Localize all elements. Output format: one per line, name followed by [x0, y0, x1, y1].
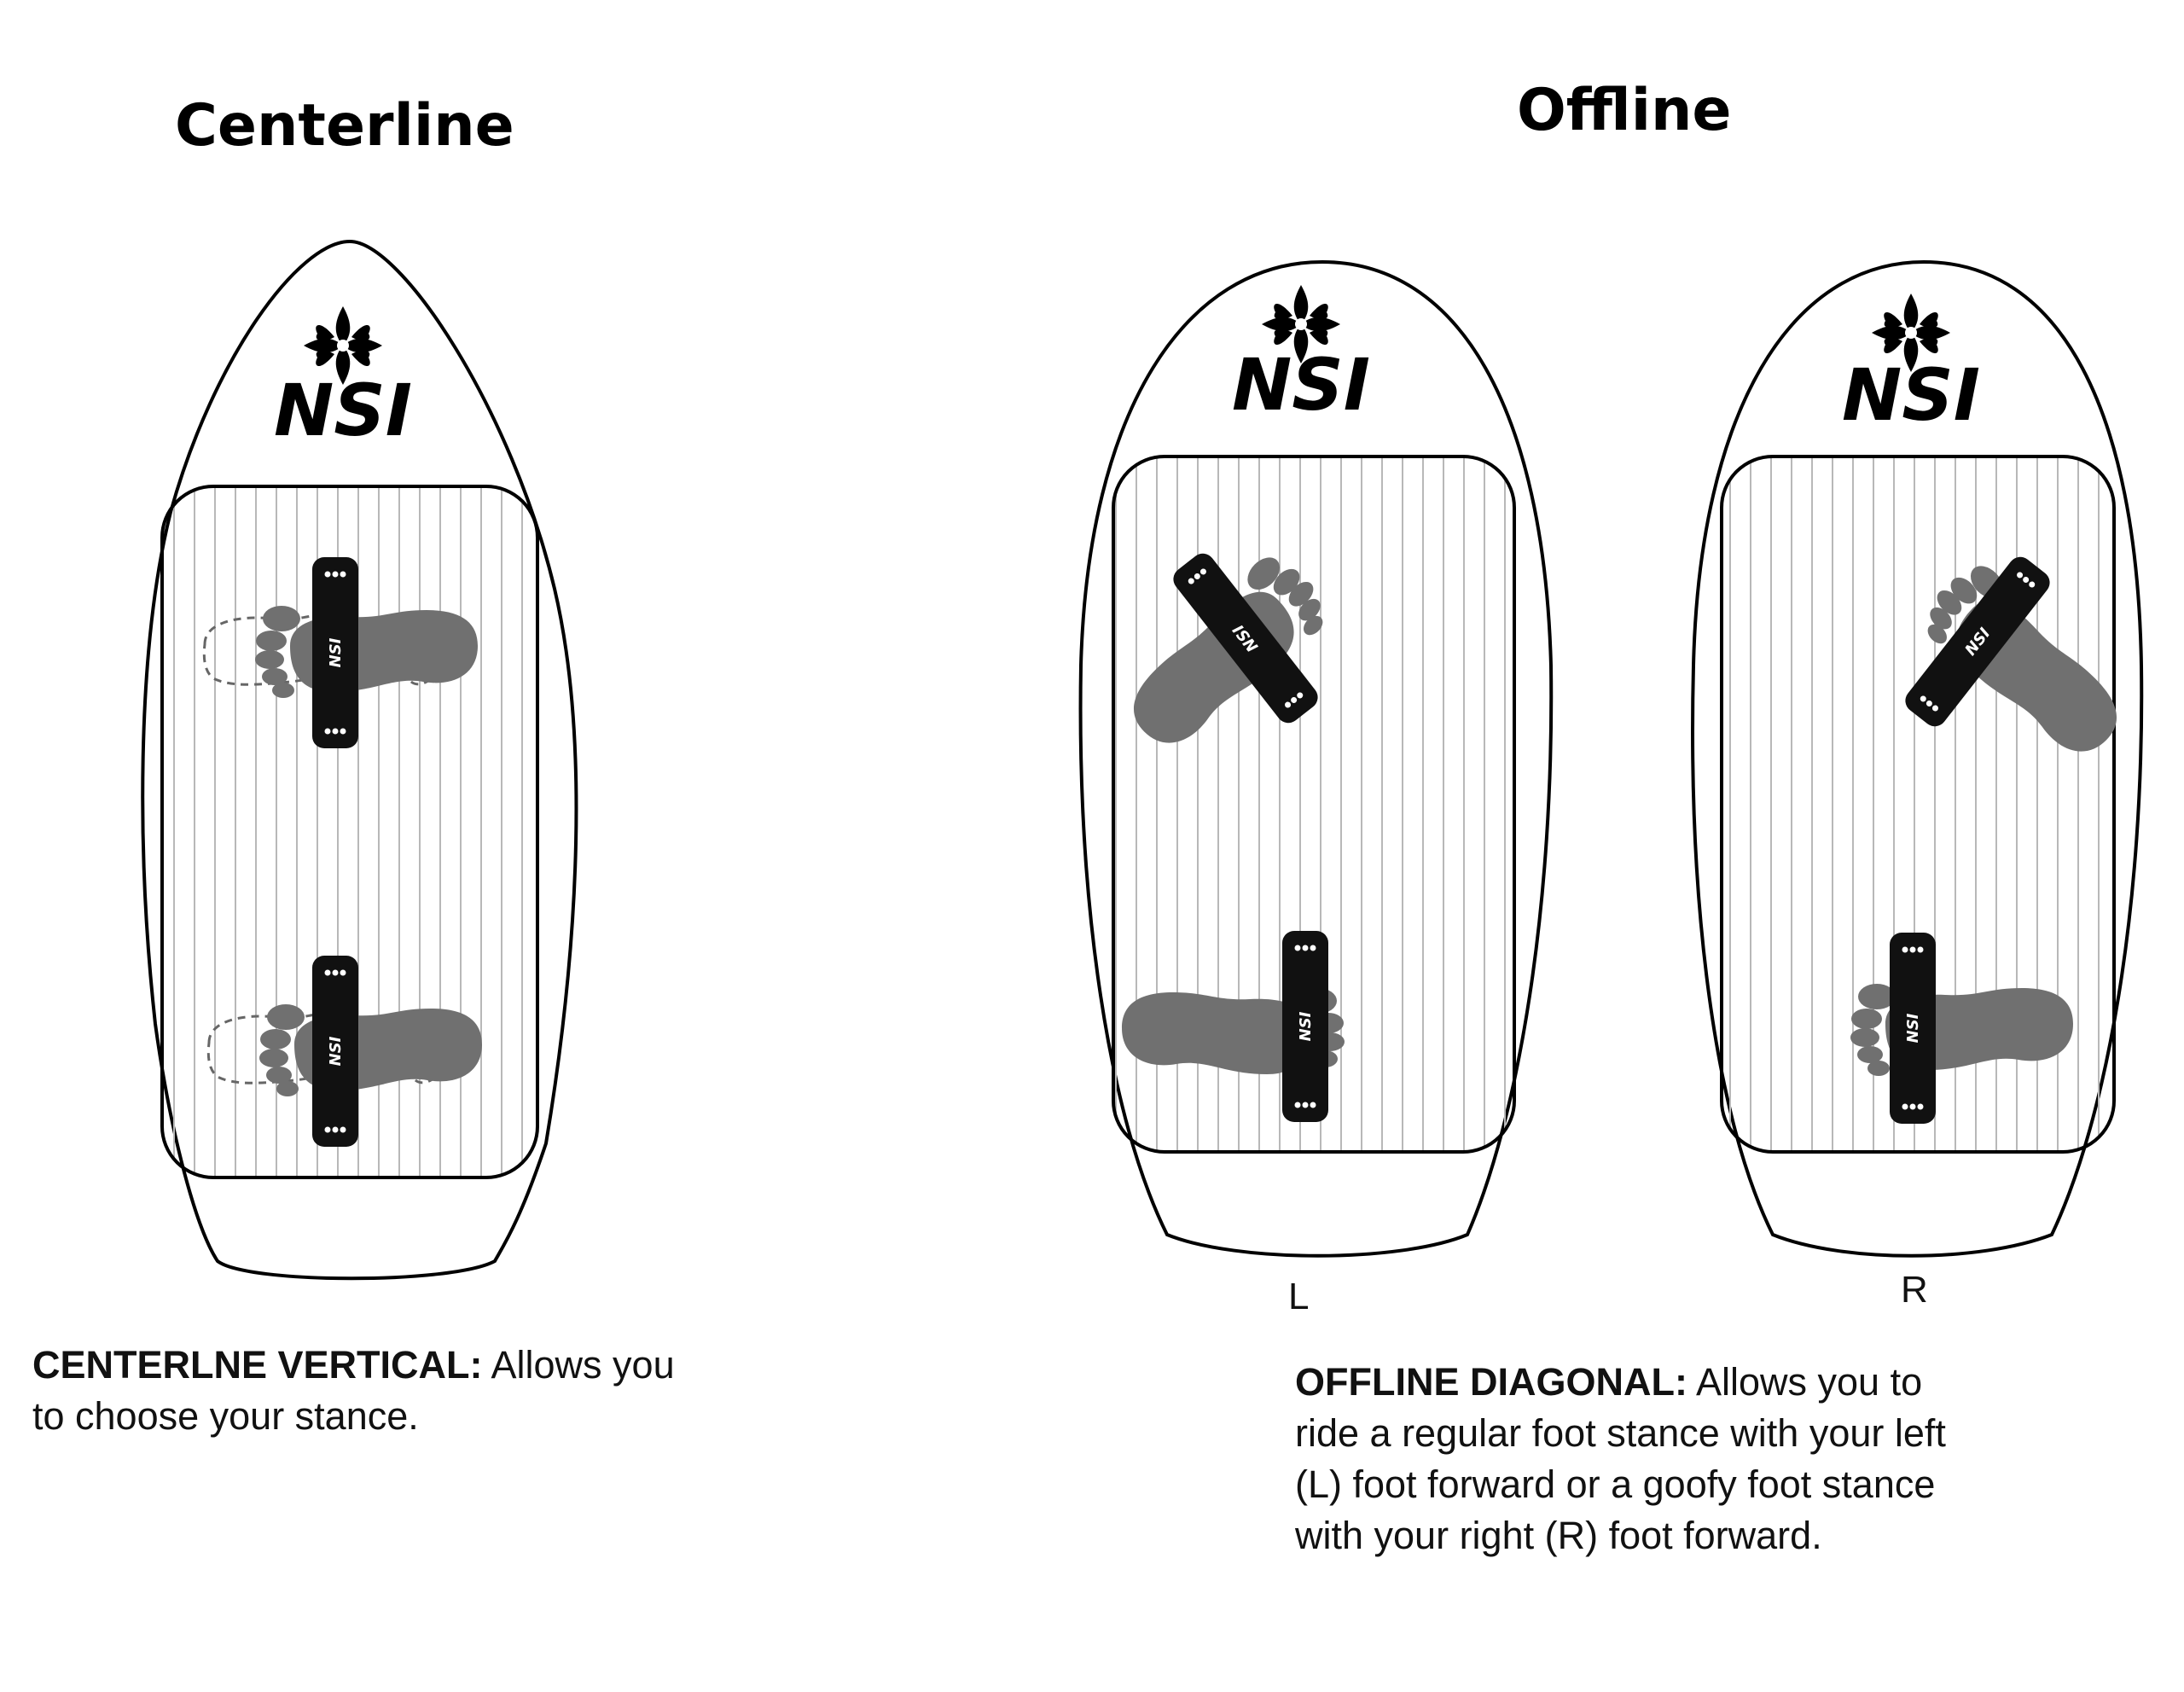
centerline-nsi-logo: NSI	[274, 369, 412, 452]
footstrap-icon	[1890, 933, 1936, 1124]
offline-left-nsi-logo: NSI	[1232, 343, 1370, 427]
footstrap-icon	[312, 557, 358, 748]
offline-right-nsi-logo: NSI	[1842, 353, 1980, 437]
footstrap-icon	[1282, 931, 1328, 1122]
centerline-board: NSI	[141, 239, 578, 1281]
offline-right-board: NSI	[1691, 259, 2144, 1258]
centerline-caption-lead: CENTERLNE VERTICAL:	[32, 1343, 483, 1387]
centerline-caption: CENTERLNE VERTICAL: Allows you to choose…	[32, 1340, 681, 1442]
footstrap-icon	[312, 956, 358, 1147]
centerline-caption-body: Allows you to choose your stance.	[32, 1343, 675, 1438]
offline-caption: OFFLINE DIAGONAL: Allows you to ride a r…	[1295, 1357, 1952, 1561]
centerline-heading: Centerline	[175, 92, 514, 160]
offline-caption-lead: OFFLINE DIAGONAL:	[1295, 1360, 1687, 1404]
offline-caption-body: Allows you to ride a regular foot stance…	[1295, 1360, 1946, 1557]
offline-heading: Offline	[1517, 77, 1732, 144]
offline-right-label: R	[1901, 1269, 1928, 1311]
offline-left-label: L	[1288, 1276, 1310, 1317]
offline-left-board: NSI	[1078, 259, 1554, 1258]
